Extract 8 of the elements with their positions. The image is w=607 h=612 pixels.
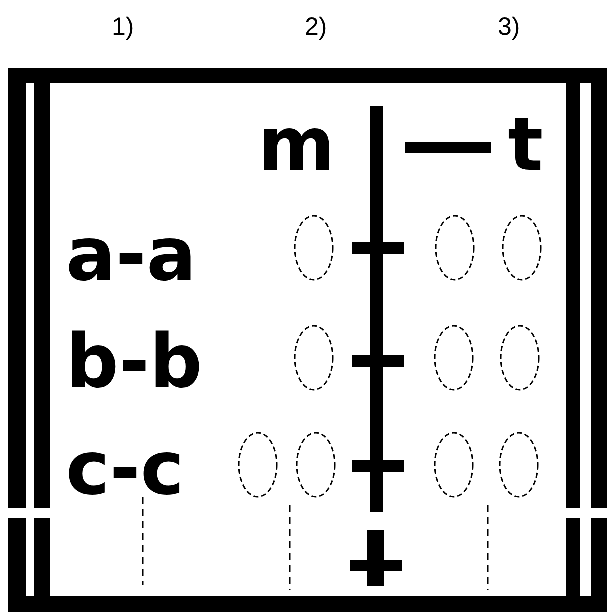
- row-label: b-b: [66, 325, 203, 399]
- column-letter: t: [508, 108, 544, 182]
- row-label: c-c: [66, 432, 184, 506]
- column-number: 1): [112, 15, 134, 40]
- column-number: 2): [305, 15, 328, 40]
- column-number: 3): [498, 15, 520, 40]
- row-label: a-a: [66, 218, 197, 292]
- column-letter: m: [258, 108, 336, 182]
